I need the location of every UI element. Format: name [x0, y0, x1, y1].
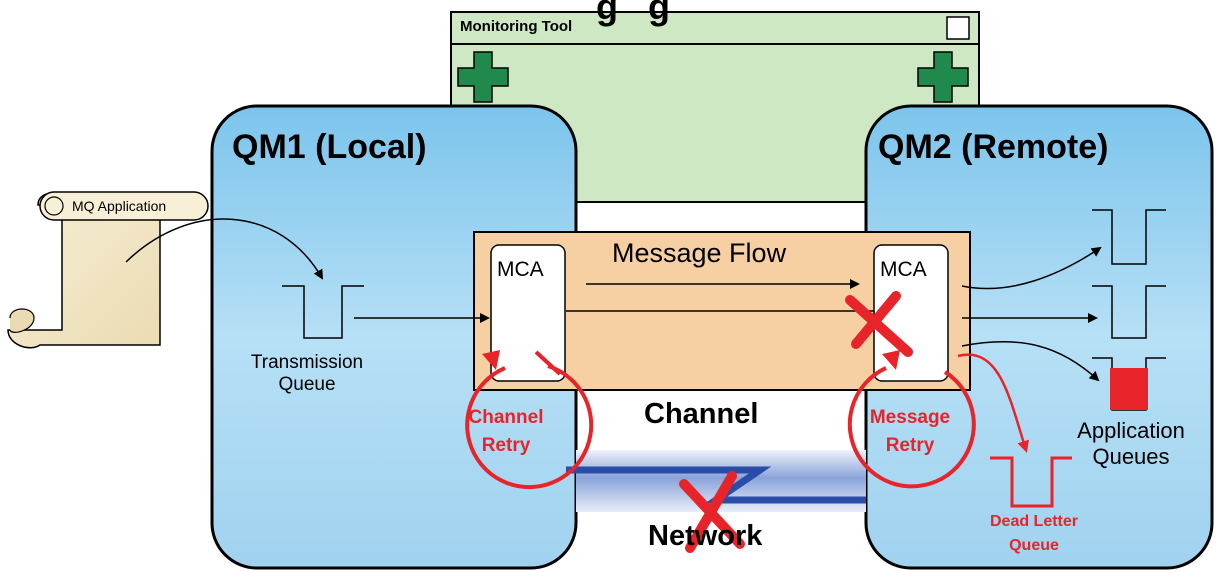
window-maximize-icon[interactable]	[946, 16, 970, 40]
transmission-queue-label: Transmission Queue	[250, 352, 364, 395]
monitoring-tool-title: Monitoring Tool	[460, 18, 573, 35]
app-queue-2-icon	[1092, 285, 1166, 339]
application-queues-label: Application Queues	[1077, 418, 1185, 469]
message-retry-label: Message Retry	[869, 407, 951, 456]
network-label: Network	[648, 520, 763, 552]
app-queue-3-fill	[1110, 368, 1148, 410]
mq-application-scroll	[7, 191, 209, 349]
mca-left-label: MCA	[497, 258, 544, 281]
channel-retry-circle	[465, 350, 594, 490]
qm2-title: QM2 (Remote)	[878, 128, 1109, 166]
failure-x-icon-network	[679, 471, 745, 553]
dead-letter-queue-label: Dead Letter Queue	[989, 513, 1079, 554]
channel-retry-label: Channel Retry	[468, 407, 544, 456]
app-queue-1-icon	[1092, 209, 1166, 265]
message-retry-circle	[847, 350, 976, 489]
mq-application-label: MQ Application	[72, 198, 167, 214]
message-flow-label: Message Flow	[612, 238, 787, 268]
green-cross-left-icon	[457, 51, 509, 103]
failure-x-icon-channel	[845, 291, 913, 357]
green-cross-right-icon	[917, 51, 969, 103]
dead-letter-queue-icon	[990, 456, 1072, 508]
qm1-title: QM1 (Local)	[232, 128, 427, 166]
mca-right-label: MCA	[880, 258, 927, 281]
mca-left-box	[490, 244, 566, 382]
channel-label: Channel	[644, 398, 759, 430]
diagram-title-partial: g g	[596, 0, 670, 27]
transmission-queue-icon	[282, 285, 364, 339]
mca-right-box	[873, 244, 949, 382]
